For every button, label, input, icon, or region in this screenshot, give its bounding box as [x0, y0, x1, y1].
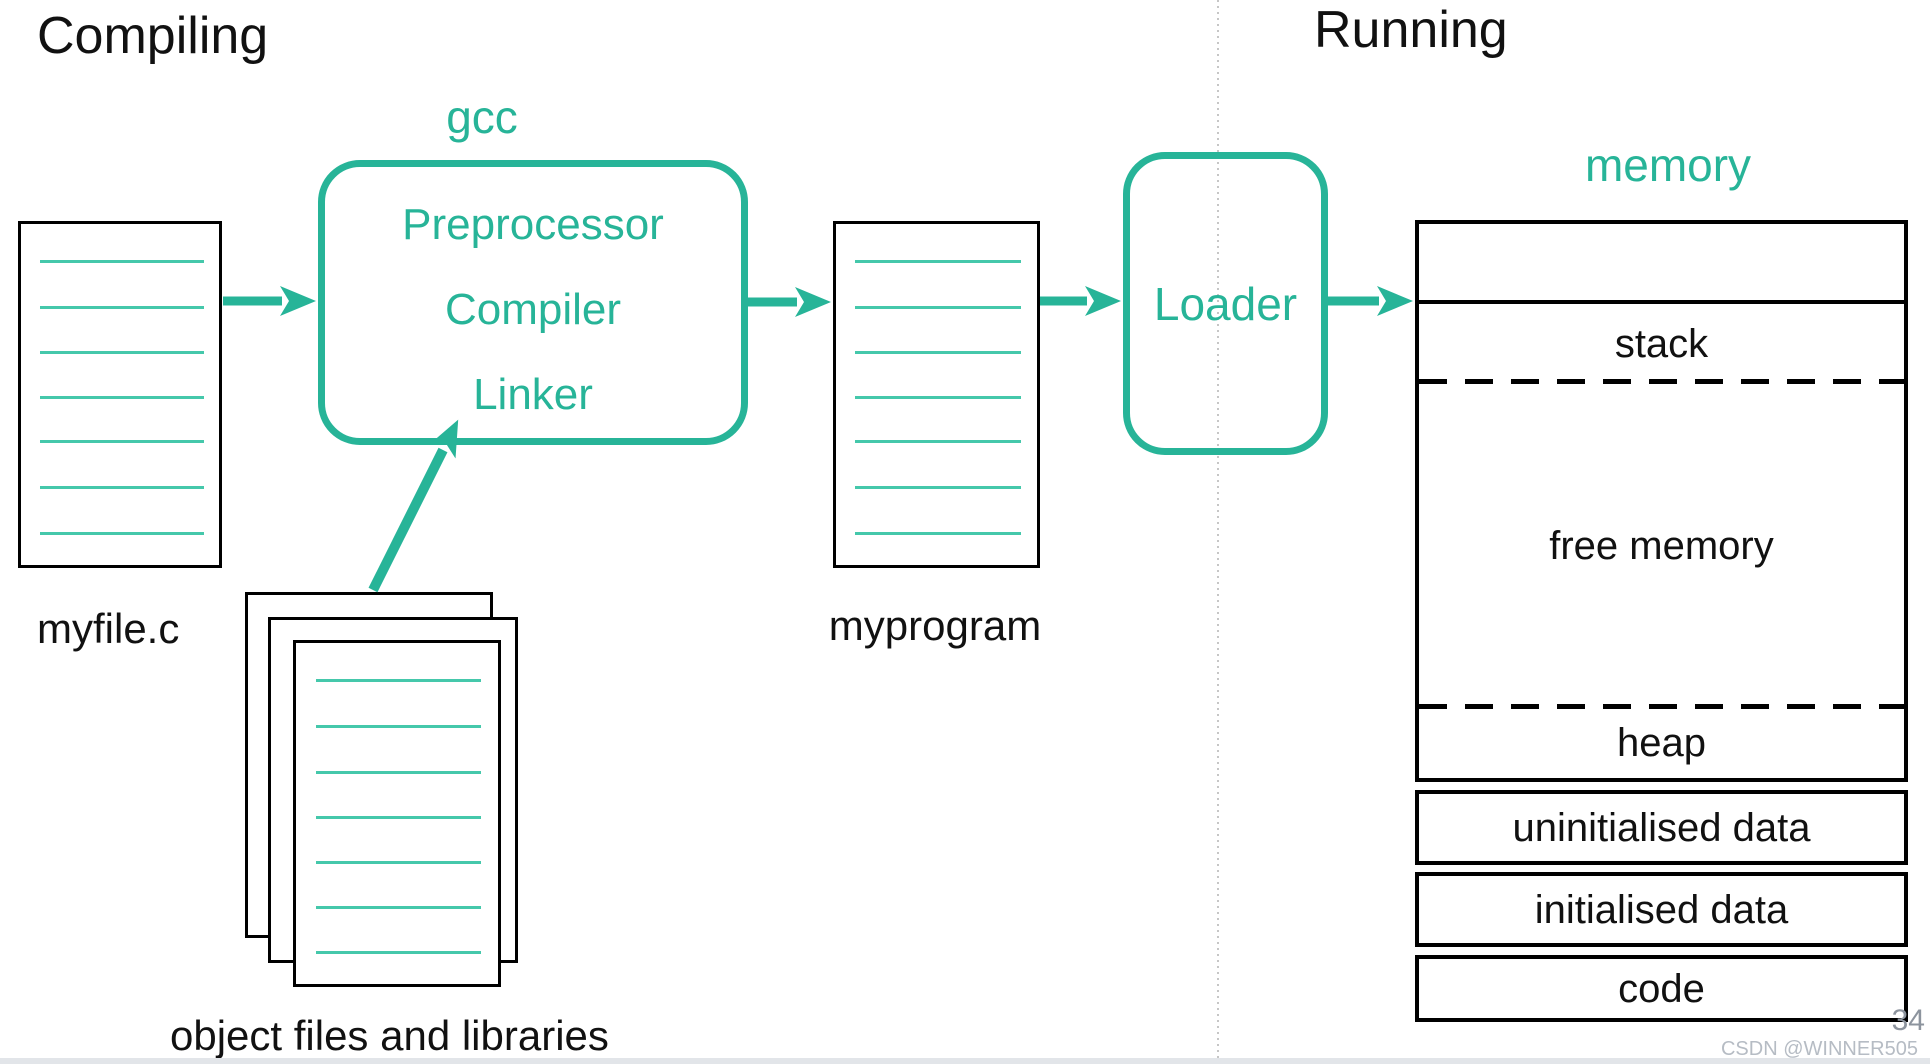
- arrow-objectfiles-to-linker: [368, 419, 459, 593]
- doc-text-line: [40, 306, 204, 309]
- doc-text-line: [855, 396, 1021, 399]
- window-bottom-strip: [0, 1058, 1930, 1064]
- doc-text-line: [40, 396, 204, 399]
- object-file-doc-front: [293, 640, 501, 987]
- memory-code-box: code: [1415, 955, 1908, 1022]
- memory-segment-heap: heap: [1617, 721, 1706, 765]
- doc-text-line: [855, 532, 1021, 535]
- memory-map-upper-box: stack free memory heap: [1415, 220, 1908, 782]
- myfile-caption: myfile.c: [37, 605, 180, 652]
- doc-text-line: [40, 532, 204, 535]
- memory-segment-code: code: [1618, 967, 1705, 1011]
- gcc-label: gcc: [446, 91, 518, 143]
- doc-text-line: [316, 679, 481, 682]
- running-section-title: Running: [1314, 1, 1508, 59]
- myprogram-document-icon: [833, 221, 1040, 568]
- watermark-text: CSDN @WINNER505: [1720, 1038, 1918, 1060]
- doc-text-line: [316, 951, 481, 954]
- doc-text-line: [40, 351, 204, 354]
- loader-label: Loader: [1153, 277, 1298, 330]
- object-files-caption: object files and libraries: [170, 1012, 609, 1059]
- myfile-document-icon: [18, 221, 222, 568]
- doc-text-line: [316, 725, 481, 728]
- doc-text-line: [40, 486, 204, 489]
- memory-segment-stack: stack: [1614, 322, 1709, 366]
- doc-text-line: [316, 771, 481, 774]
- memory-heap-top-dashed-line: [1419, 704, 1904, 709]
- doc-text-line: [316, 906, 481, 909]
- doc-text-line: [316, 861, 481, 864]
- memory-stack-top-line: [1419, 300, 1904, 304]
- doc-text-line: [855, 260, 1021, 263]
- memory-initialised-box: initialised data: [1415, 872, 1908, 947]
- loader-box: Loader: [1123, 152, 1328, 455]
- memory-segment-free: free memory: [1549, 524, 1774, 568]
- gcc-stage-compiler: Compiler: [444, 285, 622, 334]
- gcc-box: Preprocessor Compiler Linker: [318, 160, 748, 445]
- doc-text-line: [855, 440, 1021, 443]
- doc-text-line: [40, 440, 204, 443]
- memory-stack-bottom-dashed-line: [1419, 379, 1904, 384]
- doc-text-line: [855, 351, 1021, 354]
- doc-text-line: [855, 486, 1021, 489]
- page-number: 34: [1891, 1004, 1925, 1037]
- section-divider-line: [1217, 0, 1219, 1058]
- memory-label: memory: [1584, 139, 1752, 191]
- doc-text-line: [40, 260, 204, 263]
- memory-uninitialised-box: uninitialised data: [1415, 790, 1908, 865]
- doc-text-line: [855, 306, 1021, 309]
- memory-segment-initialised: initialised data: [1534, 888, 1789, 932]
- gcc-stage-linker: Linker: [473, 370, 593, 419]
- gcc-stage-preprocessor: Preprocessor: [402, 200, 664, 249]
- compiling-section-title: Compiling: [37, 7, 269, 65]
- myprogram-caption: myprogram: [828, 602, 1042, 649]
- doc-text-line: [316, 816, 481, 819]
- memory-segment-uninitialised: uninitialised data: [1512, 806, 1811, 850]
